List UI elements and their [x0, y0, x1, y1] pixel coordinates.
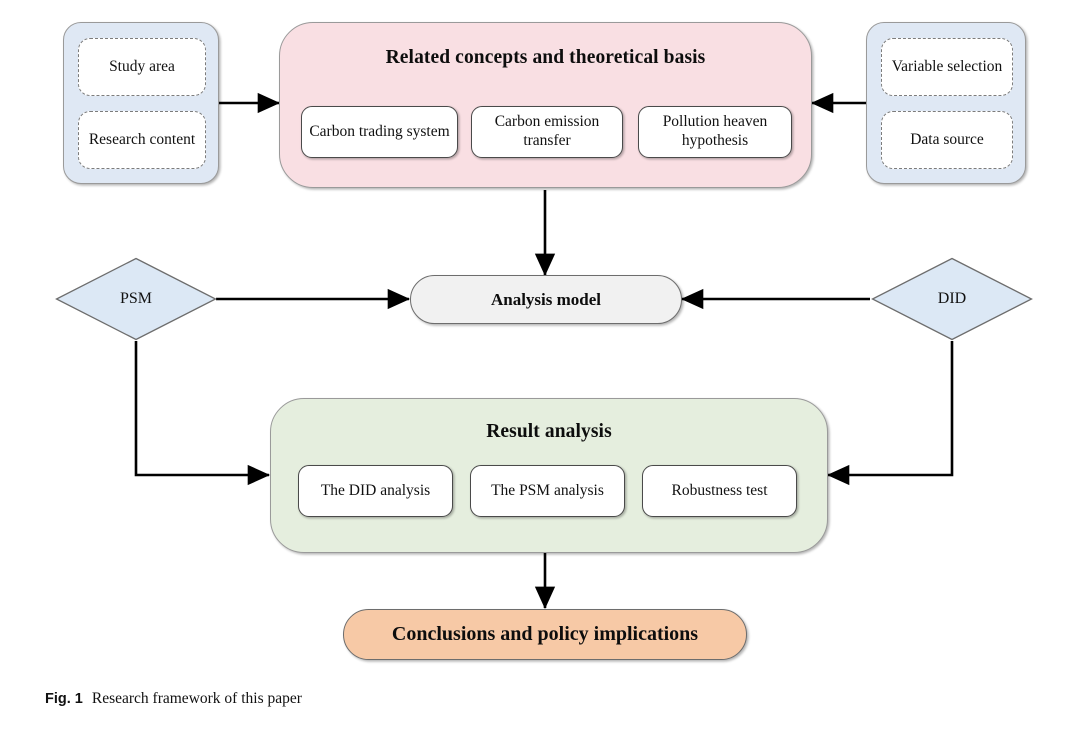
theory-panel-title: Related concepts and theoretical basis [280, 47, 811, 69]
variable-selection-box[interactable]: Variable selection [881, 38, 1013, 96]
psm-diamond-label-text: PSM [119, 290, 153, 307]
analysis-model-label: Analysis model [490, 289, 602, 309]
inputs-panel-left[interactable]: Study area Research content [63, 22, 219, 184]
data-source-box[interactable]: Data source [881, 111, 1013, 169]
conclusions-pill[interactable]: Conclusions and policy implications [343, 609, 747, 660]
research-content-box[interactable]: Research content [78, 111, 206, 169]
robustness-test-box[interactable]: Robustness test [642, 465, 797, 517]
conclusions-label: Conclusions and policy implications [391, 623, 699, 645]
results-panel-title: Result analysis [271, 421, 827, 443]
variable-selection-label: Variable selection [891, 57, 1003, 75]
arrow-psm-to-results [134, 341, 271, 486]
pollution-heaven-hypothesis-box[interactable]: Pollution heaven hypothesis [638, 106, 792, 158]
psm-analysis-label: The PSM analysis [491, 481, 604, 499]
figure-caption: Fig. 1 Research framework of this paper [45, 690, 302, 708]
results-panel-title-text: Result analysis [486, 421, 612, 442]
data-source-label: Data source [910, 130, 984, 148]
psm-analysis-box[interactable]: The PSM analysis [470, 465, 625, 517]
pollution-heaven-hypothesis-label: Pollution heaven hypothesis [662, 113, 768, 149]
results-panel[interactable]: Result analysis The DID analysis The PSM… [270, 398, 828, 553]
theory-panel[interactable]: Related concepts and theoretical basis C… [279, 22, 812, 188]
carbon-emission-transfer-label: Carbon emission transfer [494, 113, 600, 149]
did-analysis-label: The DID analysis [320, 481, 431, 499]
arrow-did-to-results [826, 341, 954, 486]
carbon-trading-system-box[interactable]: Carbon trading system [301, 106, 458, 158]
inputs-panel-right[interactable]: Variable selection Data source [866, 22, 1026, 184]
psm-diamond-label: PSM [55, 257, 217, 341]
theory-panel-title-text: Related concepts and theoretical basis [385, 47, 706, 68]
study-area-label: Study area [109, 57, 175, 75]
carbon-trading-system-label: Carbon trading system [309, 122, 450, 140]
analysis-model[interactable]: Analysis model [410, 275, 682, 324]
figure-number: Fig. 1 [45, 691, 83, 707]
research-content-label: Research content [88, 130, 196, 148]
did-diamond[interactable]: DID [871, 257, 1033, 341]
robustness-test-label: Robustness test [671, 481, 768, 499]
psm-diamond[interactable]: PSM [55, 257, 217, 341]
figure-caption-text: Research framework of this paper [91, 690, 302, 707]
study-area-box[interactable]: Study area [78, 38, 206, 96]
did-analysis-box[interactable]: The DID analysis [298, 465, 453, 517]
carbon-emission-transfer-box[interactable]: Carbon emission transfer [471, 106, 623, 158]
did-diamond-label-text: DID [937, 290, 967, 307]
did-diamond-label: DID [871, 257, 1033, 341]
